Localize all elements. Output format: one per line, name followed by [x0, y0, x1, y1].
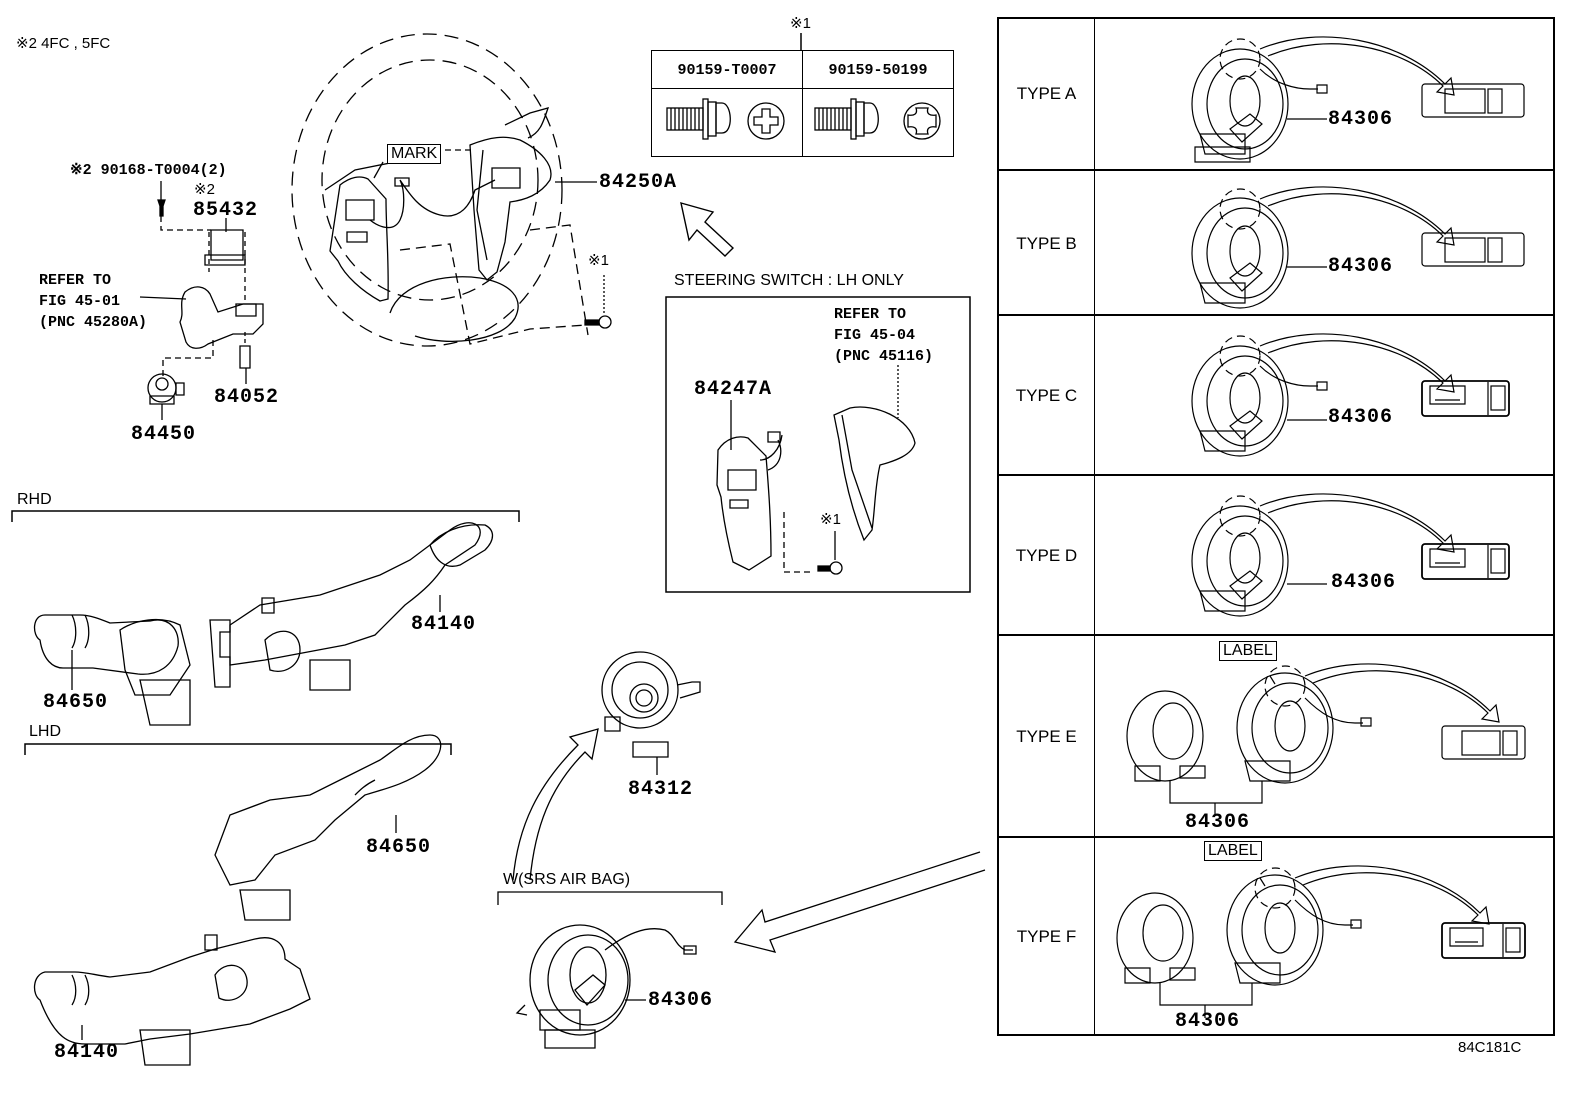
figure-id-code: 84C181C: [1458, 1039, 1522, 1056]
type-label-f: TYPE F: [999, 838, 1095, 1036]
type-label-d: TYPE D: [999, 476, 1095, 636]
spiral-cable-type-e-icon: [1126, 663, 1526, 816]
type-row-e: TYPE E LABEL 84306: [999, 634, 1553, 838]
lhd-bracket: [24, 743, 452, 755]
spiral-cable-type-a-icon: [1191, 36, 1525, 163]
mark-label: MARK: [387, 144, 442, 164]
screw-part-90159-T0007[interactable]: 90159-T0007: [677, 61, 777, 79]
screw-mark-switch: ※1: [820, 511, 841, 528]
part-number-84140-lhd[interactable]: 84140: [54, 1041, 120, 1064]
direction-arrow-to-srs: [733, 851, 986, 953]
note-4fc-5fc: ※2 4FC , 5FC: [16, 35, 111, 52]
type-cell-b: 84306: [1095, 171, 1553, 316]
type-f-label-tag: LABEL: [1204, 841, 1262, 861]
type-label-a: TYPE A: [999, 19, 1095, 169]
screw-table-mark: ※1: [790, 15, 811, 32]
steering-switch-box: [665, 296, 971, 593]
srs-air-bag-title: W(SRS AIR BAG): [503, 871, 631, 888]
direction-arrow-to-wheel: [680, 202, 735, 257]
srs-bracket: [497, 891, 723, 905]
spiral-cable-84306-drawing: [515, 924, 697, 1049]
screw-table-header-1: 90159-T0007: [651, 50, 803, 89]
screw-table-header-2: 90159-50199: [802, 50, 954, 89]
type-label-b: TYPE B: [999, 171, 1095, 316]
spiral-cable-type-d-icon: [1191, 493, 1510, 617]
note-mark-85432: ※2: [194, 181, 215, 198]
part-number-85432[interactable]: 85432: [193, 199, 259, 222]
part-number-84450[interactable]: 84450: [131, 423, 197, 446]
screw-part-90159-50199[interactable]: 90159-50199: [828, 61, 928, 79]
refer-to-fig-45-04[interactable]: REFER TO FIG 45-04 (PNC 45116): [834, 306, 934, 365]
part-number-84650-lhd[interactable]: 84650: [366, 836, 432, 859]
screw-table: 90159-T0007 90159-50199: [651, 50, 954, 157]
type-d-part-number[interactable]: 84306: [1331, 571, 1397, 594]
type-f-part-number[interactable]: 84306: [1175, 1010, 1241, 1033]
screw-table-cell-1: [651, 88, 803, 157]
spiral-cable-type-c-icon: [1191, 333, 1510, 457]
type-row-f: TYPE F LABEL 84306: [999, 836, 1553, 1036]
type-row-d: TYPE D 84306: [999, 474, 1553, 636]
lhd-combination-switches: [33, 734, 442, 1066]
part-number-84250A[interactable]: 84250A: [599, 171, 678, 194]
type-b-part-number[interactable]: 84306: [1328, 255, 1394, 278]
rhd-combination-switches: [33, 522, 494, 726]
type-row-a: TYPE A 84306: [999, 19, 1553, 169]
type-e-part-number[interactable]: 84306: [1185, 811, 1251, 834]
part-number-84247A[interactable]: 84247A: [694, 378, 773, 401]
type-label-c: TYPE C: [999, 316, 1095, 476]
spiral-cable-type-b-icon: [1191, 186, 1525, 309]
type-c-part-number[interactable]: 84306: [1328, 406, 1394, 429]
ignition-switch-assembly: [139, 181, 264, 420]
type-a-part-number[interactable]: 84306: [1328, 108, 1394, 131]
type-cell-f: LABEL 84306: [1095, 838, 1553, 1036]
type-cell-a: 84306: [1095, 19, 1553, 169]
rhd-bracket: [11, 510, 520, 522]
type-label-e: TYPE E: [999, 636, 1095, 838]
spiral-cable-type-f-icon: [1116, 865, 1526, 1018]
part-number-84140-rhd[interactable]: 84140: [411, 613, 477, 636]
type-cell-c: 84306: [1095, 316, 1553, 476]
steering-wheel-drawing: [291, 33, 612, 347]
rhd-title: RHD: [17, 491, 52, 508]
part-number-84306-srs[interactable]: 84306: [648, 989, 714, 1012]
type-cell-e: LABEL 84306: [1095, 636, 1553, 838]
spiral-cable-84312-drawing: [601, 651, 701, 775]
type-e-label-tag: LABEL: [1219, 641, 1277, 661]
screw-mark-wheel: ※1: [588, 252, 609, 269]
part-number-84312[interactable]: 84312: [628, 778, 694, 801]
steering-switch-drawing: [716, 365, 916, 575]
screw-table-cell-2: [802, 88, 954, 157]
type-row-b: TYPE B 84306: [999, 169, 1553, 316]
type-row-c: TYPE C 84306: [999, 314, 1553, 476]
curved-arrow-to-84312: [512, 728, 599, 881]
type-cell-d: 84306: [1095, 476, 1553, 636]
steering-switch-title: STEERING SWITCH : LH ONLY: [674, 272, 904, 289]
part-number-84650-rhd[interactable]: 84650: [43, 691, 109, 714]
screw-label-90168-T0004[interactable]: ※2 90168-T0004(2): [70, 162, 227, 179]
part-number-84052[interactable]: 84052: [214, 386, 280, 409]
refer-to-fig-45-01[interactable]: REFER TO FIG 45-01 (PNC 45280A): [39, 272, 148, 331]
type-table: TYPE A 84306 TYPE B: [997, 17, 1555, 1036]
lhd-title: LHD: [29, 723, 62, 740]
